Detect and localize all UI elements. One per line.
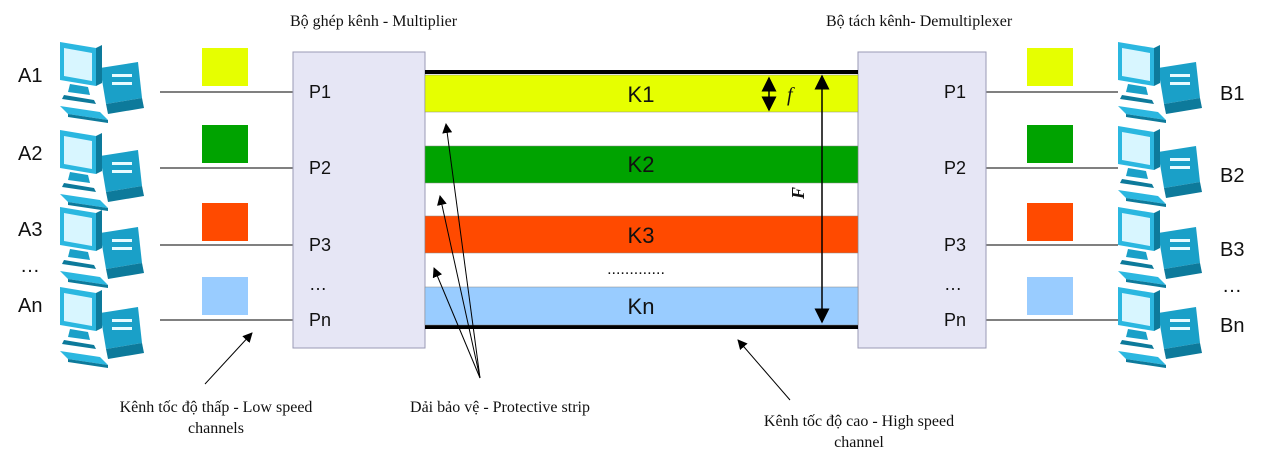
swatch-right-1 <box>1027 48 1073 86</box>
mux-port-pn: Pn <box>309 310 331 330</box>
output-label-b1: B1 <box>1220 83 1244 105</box>
computer-icon-b1 <box>1118 42 1202 123</box>
swatch-right-2 <box>1027 125 1073 163</box>
demux-port-p3: P3 <box>944 235 966 255</box>
high-speed-caption-line1: Kênh tốc độ cao - High speed <box>764 413 954 430</box>
input-ellipsis: … <box>20 255 40 277</box>
swatch-left-3 <box>202 203 248 241</box>
mux-port-ellipsis: … <box>309 274 327 294</box>
demux-port-p1: P1 <box>944 82 966 102</box>
demux-title: Bộ tách kênh- Demultiplexer <box>826 13 1013 30</box>
mux-title: Bộ ghép kênh - Multiplier <box>290 13 458 30</box>
computer-icon-a2 <box>60 130 144 211</box>
low-speed-caption-line1: Kênh tốc độ thấp - Low speed <box>120 399 313 416</box>
mux-port-p2: P2 <box>309 158 331 178</box>
channel-band-k2 <box>424 145 859 184</box>
computer-icon-b2 <box>1118 126 1202 207</box>
demultiplexer-box <box>857 51 987 349</box>
input-label-a1: A1 <box>18 65 42 87</box>
channel-band-kn <box>424 286 859 326</box>
output-label-b3: B3 <box>1220 239 1244 261</box>
protective-strip-arrow-2 <box>437 195 481 379</box>
low-speed-caption-line2: channels <box>188 420 244 437</box>
computer-icon-a1 <box>60 42 144 123</box>
computer-icon-bn <box>1118 287 1202 368</box>
bandwidth-total-label: F <box>788 187 808 200</box>
output-label-b2: B2 <box>1220 165 1244 187</box>
swatch-right-n <box>1027 277 1073 315</box>
swatch-left-n <box>202 277 248 315</box>
channel-label-k3: K3 <box>628 223 655 248</box>
swatch-left-1 <box>202 48 248 86</box>
bandwidth-f-label: f <box>787 84 795 106</box>
multiplexer-box <box>292 51 426 349</box>
input-label-a2: A2 <box>18 143 42 165</box>
channel-label-k2: K2 <box>628 152 655 177</box>
computer-icon-an <box>60 287 144 368</box>
mux-port-p1: P1 <box>309 82 331 102</box>
protective-strip-caption: Dải bảo vệ - Protective strip <box>410 399 590 416</box>
computer-icon-b3 <box>1118 207 1202 288</box>
computer-icon-a3 <box>60 207 144 288</box>
demux-port-p2: P2 <box>944 158 966 178</box>
swatch-right-3 <box>1027 203 1073 241</box>
high-speed-arrow <box>737 339 791 401</box>
input-label-an: An <box>18 295 42 317</box>
high-speed-caption-line2: channel <box>834 434 884 451</box>
low-speed-arrow <box>204 332 253 385</box>
demux-port-ellipsis: … <box>944 274 962 294</box>
swatch-left-2 <box>202 125 248 163</box>
channel-ellipsis: ............. <box>607 261 665 278</box>
protective-strip-arrow-3 <box>432 267 481 379</box>
demux-port-pn: Pn <box>944 310 966 330</box>
protective-strip-arrow-1 <box>442 123 481 379</box>
channel-band-k3 <box>424 215 859 254</box>
channel-band-k1 <box>424 74 859 113</box>
output-ellipsis: … <box>1222 275 1242 297</box>
channel-label-kn: Kn <box>628 294 655 319</box>
channel-label-k1: K1 <box>628 82 655 107</box>
input-label-a3: A3 <box>18 219 42 241</box>
output-label-bn: Bn <box>1220 315 1244 337</box>
mux-port-p3: P3 <box>309 235 331 255</box>
